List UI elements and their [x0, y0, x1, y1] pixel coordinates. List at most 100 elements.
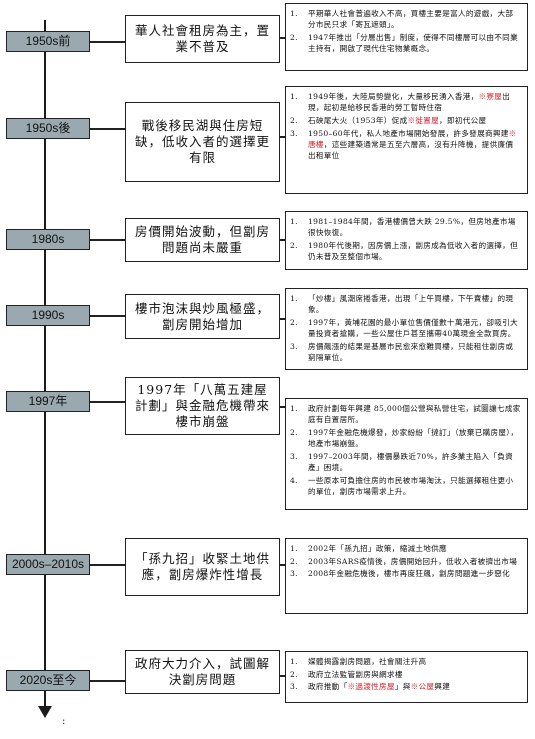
- connector-line: [90, 315, 125, 317]
- era-label: 1997年: [6, 391, 90, 412]
- highlight-term: ※寮屋: [478, 92, 503, 101]
- point-text: 1949年後，大陸局勢變化，大量移民湧入香港，※寮屋出現，起初是給移民香港的勞工…: [308, 92, 511, 113]
- point-text: 平期華人社會普遍收入不高，買樓主要是富人的遊戲，大部分市民只求「寄瓦遮頭」。: [308, 9, 514, 30]
- timeline-arrow-icon: [38, 706, 52, 718]
- summary-box: 戰後移民湖與住房短缺，低收入者的選擇更有限: [125, 102, 280, 182]
- era-label: 2020s至今: [6, 670, 90, 691]
- era-label: 1950s前: [6, 31, 90, 52]
- connector-line: [90, 41, 125, 43]
- detail-point: 2. 1997年金融危機爆發，炒家紛紛「撻訂」（放棄已購房屋），地產市場崩盤。: [290, 427, 521, 449]
- era-label: 2000s–2010s: [6, 554, 90, 575]
- point-text: 石硤尾大火（1953年）促成※徙置屋，即初代公屋: [308, 115, 487, 125]
- point-text: 1997–2003年間，樓價暴跌近70%，許多業主陷入「負資產」困境。: [308, 451, 514, 473]
- detail-point: 4. 一些原本可負擔住房的市民被市場淘汰，只能選擇租住更小的單位，劏房市場需求上升…: [290, 475, 521, 497]
- era-label: 1950s後: [6, 118, 90, 139]
- point-number: 1.: [290, 657, 298, 666]
- detail-point: 1. 1981–1984年間，香港樓價曾大跌 29.5%，但房地產市場很快恢復。: [290, 216, 521, 238]
- detail-box: 1. 媒體揭露劏房問題，社會關注升高 2. 政府立法監管劏房與網求樓 3. 政府推動「※過…: [285, 651, 528, 703]
- detail-point: 2. 1980年代後期，因房價上漲，劏房成為低收入者的選擇，但仍未普及至整個市場。: [290, 240, 521, 262]
- detail-point: 2. 石硤尾大火（1953年）促成※徙置屋，即初代公屋: [290, 115, 521, 126]
- connector-line: [90, 564, 125, 566]
- era-label: 1990s: [6, 305, 90, 326]
- point-text: 1997年金融危機爆發，炒家紛紛「撻訂」（放棄已購房屋），地產市場崩盤。: [308, 427, 519, 449]
- point-number: 2.: [290, 669, 298, 679]
- connector-line: [90, 680, 125, 682]
- point-number: 1.: [290, 544, 298, 553]
- point-text: 1950–60年代，私人地產市場開始發展，許多發展商興建※唐樓，這些建築通常是五…: [308, 128, 517, 161]
- connector-line: [90, 128, 125, 130]
- detail-point: 1. 平期華人社會普遍收入不高，買樓主要是富人的遊戲，大部分市民只求「寄瓦遮頭」。: [290, 8, 521, 30]
- detail-box: 1. 1949年後，大陸局勢變化，大量移民湧入香港，※寮屋出現，起初是給移民香港的…: [285, 86, 528, 194]
- summary-box: 華人社會租房為主，置業不普及: [125, 15, 280, 63]
- point-number: 1.: [290, 9, 298, 18]
- point-text: 政府立法監管劏房與網求樓: [308, 669, 403, 679]
- detail-point: 2. 2003年SARS疫情後，房價開始回升，低收入者被擠出市場: [290, 556, 521, 567]
- point-number: 3.: [290, 341, 298, 351]
- summary-box: 「孫九招」收緊土地供應，劏房爆炸性增長: [125, 538, 280, 596]
- summary-box: 1997年「八萬五建屋計劃」與金融危機帶來樓市崩盤: [125, 377, 280, 435]
- highlight-term: ※徙置屋: [407, 115, 440, 125]
- point-text: 1947年推出「分層出售」制度，使得不同樓層可以由不同業主持有，開啟了現代住宅物…: [308, 32, 518, 54]
- detail-box: 1. 平期華人社會普遍收入不高，買樓主要是富人的遊戲，大部分市民只求「寄瓦遮頭」。…: [285, 3, 528, 71]
- point-number: 2.: [290, 317, 298, 327]
- point-number: 3.: [290, 451, 298, 461]
- point-number: 2.: [290, 240, 298, 250]
- detail-point: 2. 政府立法監管劏房與網求樓: [290, 669, 521, 680]
- point-number: 4.: [290, 475, 298, 485]
- point-text: 1980年代後期，因房價上漲，劏房成為低收入者的選擇，但仍未普及至整個市場。: [308, 240, 518, 262]
- detail-box: 1. 2002年「孫九招」政策，縮減土地供應 2. 2003年SARS疫情後，房價開始…: [285, 538, 528, 614]
- point-number: 2.: [290, 556, 298, 566]
- connector-line: [280, 136, 285, 138]
- detail-point: 3. 政府推動「※過渡性房屋」與※公屋興建: [290, 681, 521, 692]
- point-text: 2008年金融危機後，樓市再度狂飆，劏房問題進一步惡化: [308, 569, 511, 579]
- connector-line: [90, 401, 125, 403]
- detail-point: 1. 1949年後，大陸局勢變化，大量移民湧入香港，※寮屋出現，起初是給移民香港的…: [290, 91, 521, 113]
- connector-line: [280, 37, 285, 39]
- detail-point: 1. 政府計劃每年興建 85,000個公營與私營住宅，試圖讓七成家庭有自置居所。: [290, 403, 521, 425]
- point-number: 2.: [290, 32, 298, 42]
- connector-line: [280, 564, 285, 566]
- point-text: 2002年「孫九招」政策，縮減土地供應: [308, 544, 447, 553]
- point-text: 媒體揭露劏房問題，社會關注升高: [308, 657, 427, 666]
- detail-point: 3. 2008年金融危機後，樓市再度狂飆，劏房問題進一步惡化: [290, 568, 521, 579]
- point-number: 1.: [290, 217, 298, 226]
- point-text: 「炒樓」風潮席捲香港，出現「上午買樓，下午賣樓」的現象。: [308, 294, 514, 315]
- point-text: 1981–1984年間，香港樓價曾大跌 29.5%，但房地產市場很快恢復。: [308, 217, 516, 238]
- highlight-term: ※唐樓: [308, 128, 517, 149]
- connector-line: [280, 239, 285, 241]
- summary-box: 房價開始波動，但劏房問題尚未嚴重: [125, 218, 280, 262]
- detail-point: 1. 媒體揭露劏房問題，社會關注升高: [290, 656, 521, 667]
- point-number: 1.: [290, 92, 298, 101]
- highlight-term: ※過渡性房屋: [347, 682, 395, 692]
- detail-box: 1.政府計劃每年興建 85,000個公營與私營住宅，試圖讓七成家庭有自置居所。2…: [285, 398, 528, 510]
- point-text: 政府計劃每年興建 85,000個公營與私營住宅，試圖讓七成家庭有自置居所。: [308, 404, 521, 425]
- point-text: 政府推動「※過渡性房屋」與※公屋興建: [308, 682, 451, 692]
- point-number: 3.: [290, 682, 298, 692]
- point-number: 2.: [290, 427, 298, 437]
- connector-line: [280, 675, 285, 677]
- point-number: 3.: [290, 128, 298, 138]
- point-text: 房價飆漲的結果是基層市民愈來愈難買樓，只能租住劏房或窮隔單位。: [308, 341, 514, 363]
- timeline-tail-mark: :: [62, 716, 66, 727]
- detail-point: 2.1997年，黃埔花園的最小單位售價僅數十萬港元，卻吸引大量投資者搶購，一些公…: [290, 317, 521, 339]
- detail-point: 1. 2002年「孫九招」政策，縮減土地供應: [290, 543, 521, 554]
- detail-point: 1. 「炒樓」風潮席捲香港，出現「上午買樓，下午賣樓」的現象。: [290, 293, 521, 315]
- timeline-axis: [44, 20, 46, 710]
- summary-box: 樓市泡沫與炒風極盛，劏房開始增加: [125, 294, 280, 339]
- detail-box: 1.1981–1984年間，香港樓價曾大跌 29.5%，但房地產市場很快恢復。2…: [285, 211, 528, 270]
- connector-line: [280, 406, 285, 408]
- point-number: 1.: [290, 294, 298, 303]
- detail-point: 3. 1950–60年代，私人地產市場開始發展，許多發展商興建※唐樓，這些建築通常…: [290, 128, 521, 162]
- highlight-term: ※公屋: [410, 682, 435, 692]
- point-number: 1.: [290, 404, 298, 413]
- era-label: 1980s: [6, 229, 90, 250]
- connector-line: [90, 239, 125, 241]
- point-number: 2.: [290, 115, 298, 125]
- point-text: 2003年SARS疫情後，房價開始回升，低收入者被擠出市場: [308, 556, 518, 566]
- point-text: 一些原本可負擔住房的市民被市場淘汰，只能選擇租住更小的單位，劏房市場需求上升。: [308, 475, 514, 496]
- detail-point: 3. 房價飆漲的結果是基層市民愈來愈難買樓，只能租住劏房或窮隔單位。: [290, 341, 521, 363]
- detail-point: 2. 1947年推出「分層出售」制度，使得不同樓層可以由不同業主持有，開啟了現代住…: [290, 32, 521, 54]
- point-number: 3.: [290, 569, 298, 579]
- detail-box: 1. 「炒樓」風潮席捲香港，出現「上午買樓，下午賣樓」的現象。2.1997年，黃埔…: [285, 288, 528, 370]
- detail-point: 3. 1997–2003年間，樓價暴跌近70%，許多業主陷入「負資產」困境。: [290, 451, 521, 473]
